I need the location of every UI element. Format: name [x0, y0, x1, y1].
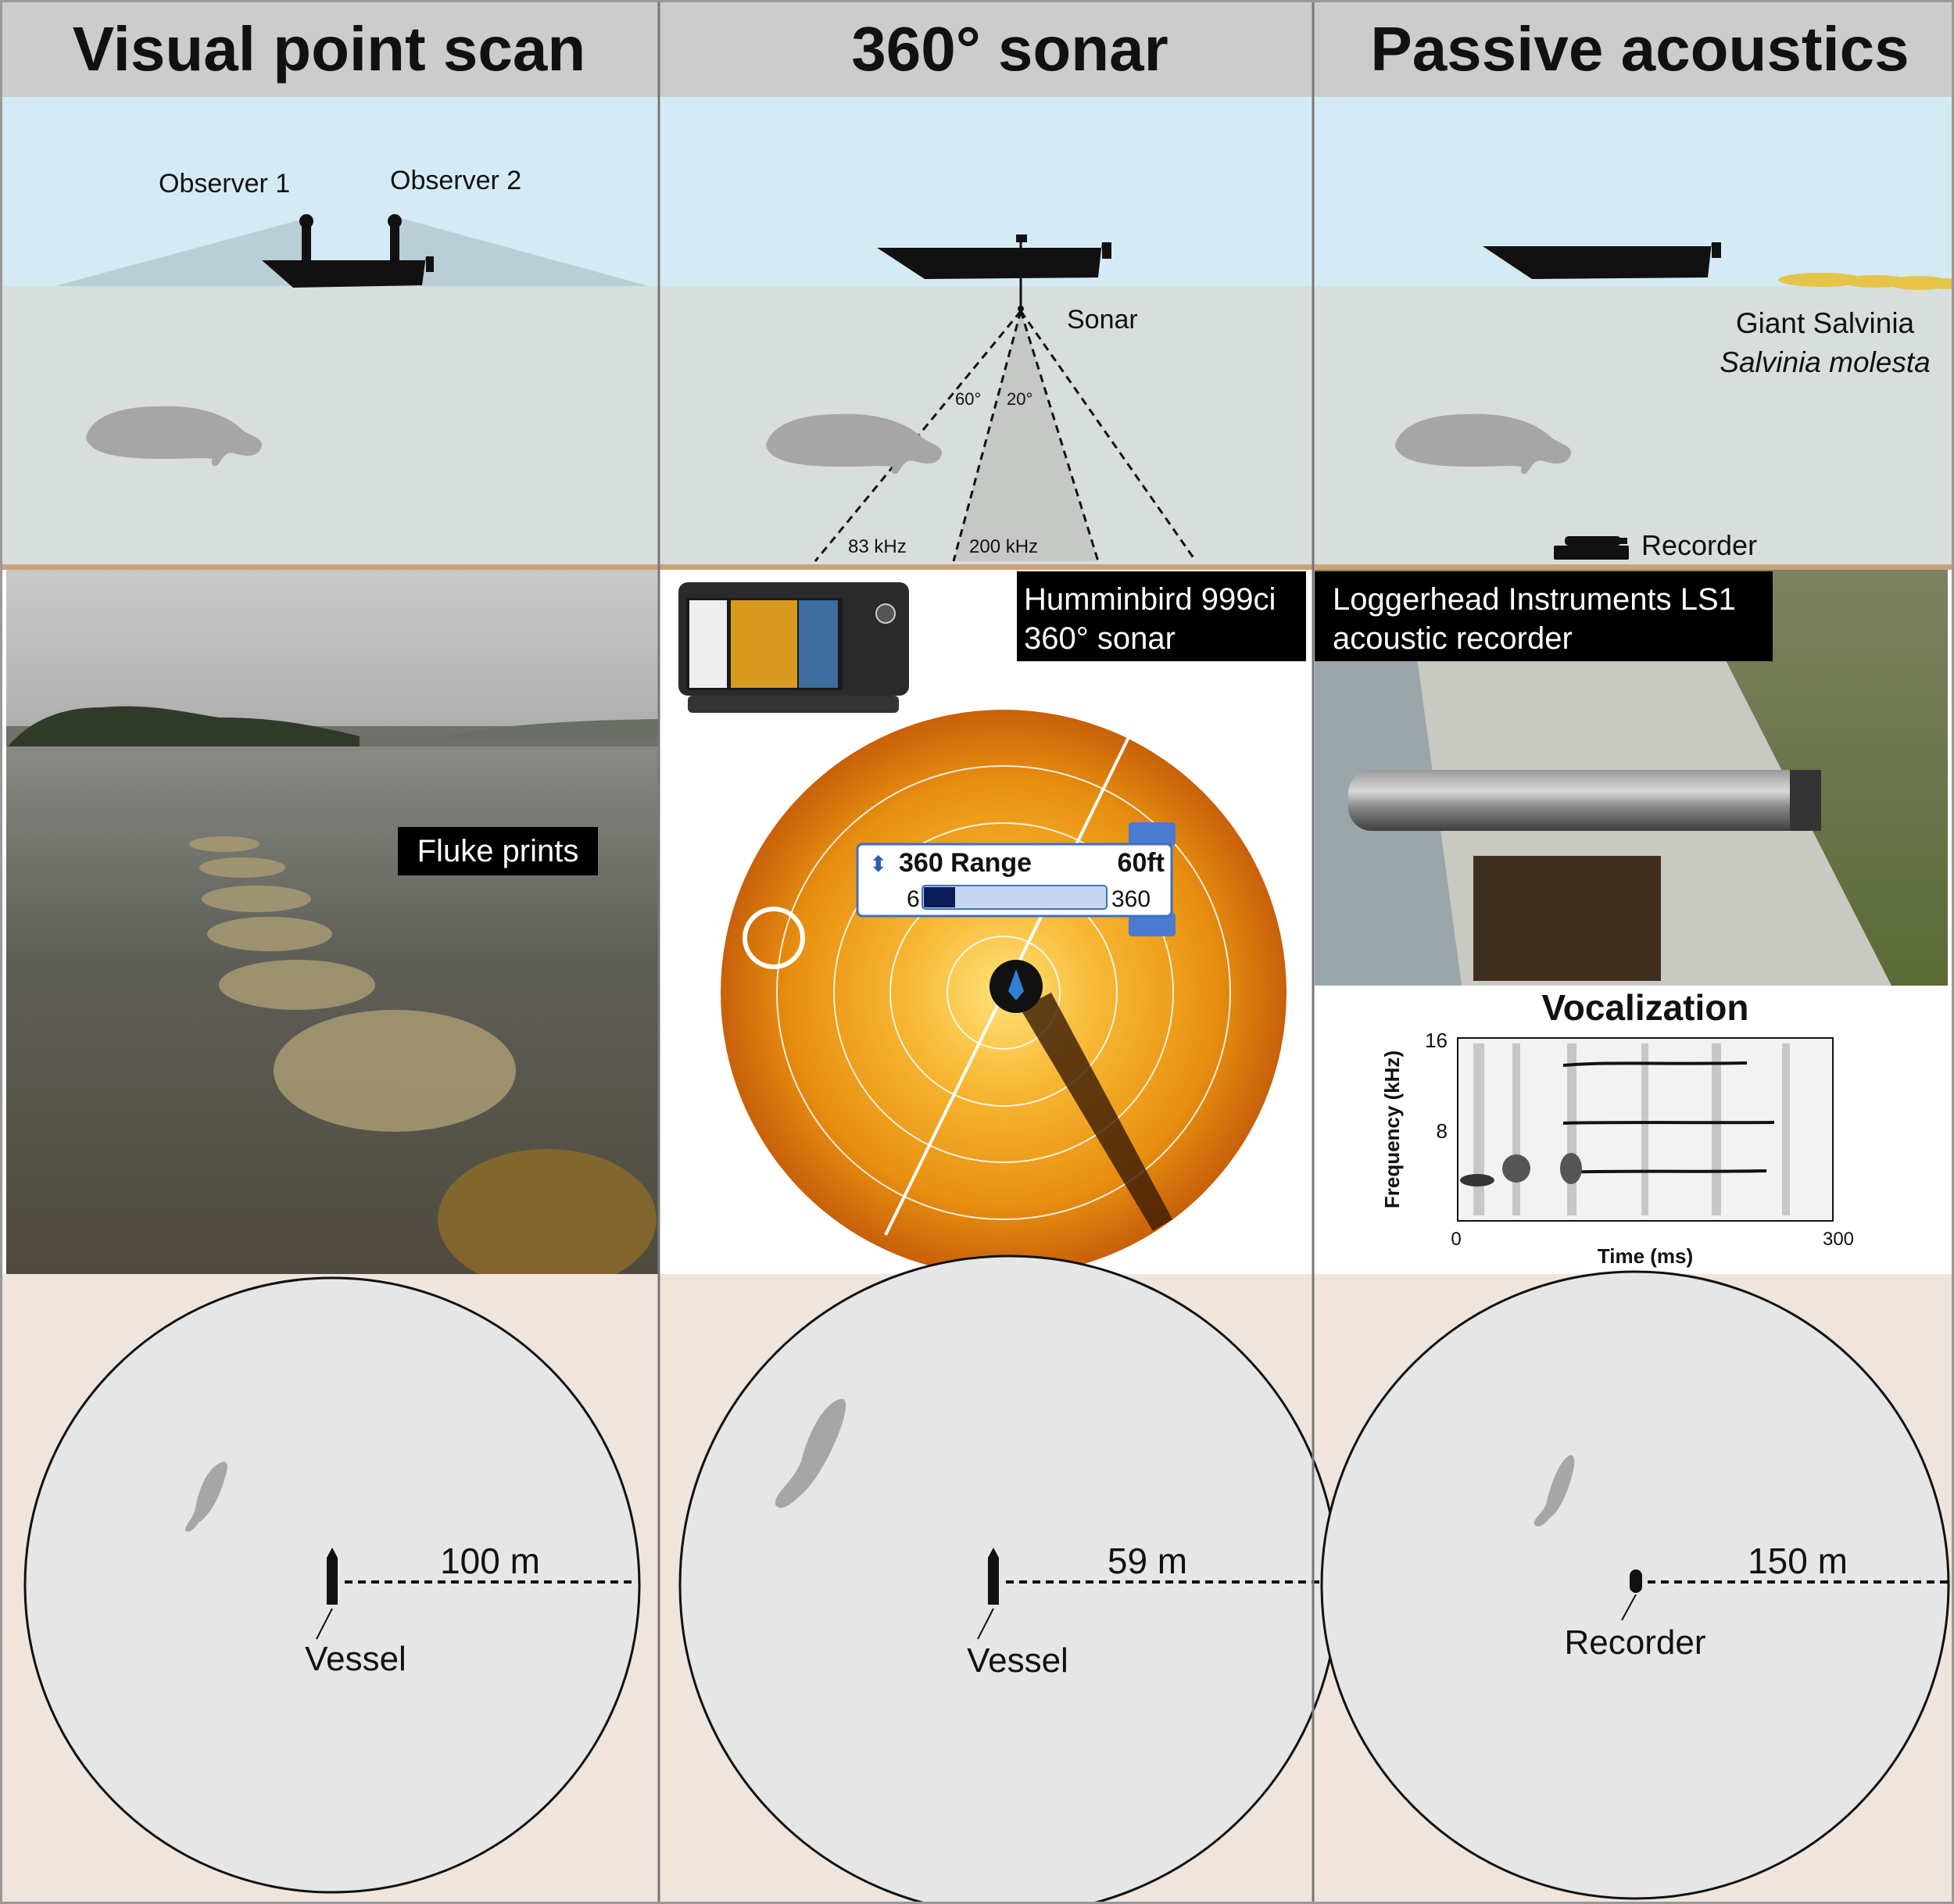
spectrogram-title: Vocalization [1542, 987, 1749, 1028]
sonar-label: Sonar [1067, 305, 1138, 335]
recorder-marker-icon [1630, 1569, 1642, 1593]
observer1-label: Observer 1 [159, 169, 290, 199]
chevron-icon: ⬍ [869, 852, 887, 876]
spectrogram-plot [1457, 1037, 1834, 1222]
range-marker-label: Recorder [1565, 1623, 1706, 1662]
xtick-300: 300 [1823, 1229, 1854, 1250]
schematic-row: Observer 1 Observer 2 Sonar 60° 20° 83 k… [0, 97, 1954, 570]
island [8, 706, 360, 746]
ytick-16: 16 [1425, 1029, 1448, 1052]
ytick-8: 8 [1437, 1119, 1448, 1143]
range-distance: 59 m [1108, 1541, 1187, 1581]
manatee-icon [1533, 1455, 1575, 1526]
loggerhead-caption-line2: acoustic recorder [1333, 621, 1573, 656]
freq-200-label: 200 kHz [969, 536, 1038, 557]
column-title-passive: Passive acoustics [1370, 14, 1909, 84]
recorder-photo: Loggerhead Instruments LS1 acoustic reco… [1315, 570, 1948, 1274]
detection-range-circle [678, 1254, 1340, 1904]
column-dividers [657, 0, 1315, 1904]
freq-83-label: 83 kHz [848, 536, 907, 557]
salvinia-icon [1778, 273, 1954, 290]
spectrogram-ylabel: Frequency (kHz) [1380, 1050, 1404, 1208]
range-diagram-visual: 100 m Vessel [23, 1276, 641, 1894]
boat-silhouette-1 [262, 214, 434, 288]
recorder-icon [1554, 536, 1629, 560]
humminbird-caption-line2: 360° sonar [1024, 621, 1176, 656]
angle-60-label: 60° [955, 389, 981, 409]
column-title-sonar: 360° sonar [851, 14, 1168, 84]
boat-silhouette-2 [877, 234, 1111, 312]
sonar-range-overlay: ⬍ 360 Range 60ft 6 360 [856, 822, 1176, 936]
range-title: 360 Range [899, 848, 1032, 878]
humminbird-caption-line1: Humminbird 999ci [1024, 582, 1276, 617]
row-divider [0, 564, 1954, 570]
acoustic-recorder-tube [1348, 770, 1817, 831]
manatee-icon [775, 1398, 846, 1509]
range-distance: 150 m [1748, 1541, 1848, 1581]
manatee-icon [86, 406, 262, 467]
angle-20-label: 20° [1007, 389, 1032, 409]
target-highlight-circle [743, 907, 805, 969]
range-min: 6 [907, 886, 920, 912]
sonar-photo: Humminbird 999ci 360° sonar ⬍ 360 Range … [660, 570, 1312, 1276]
observer1-view-cone [55, 217, 313, 286]
range-diagram-sonar: 59 m Vessel [678, 1254, 1340, 1904]
humminbird-unit-icon [678, 582, 909, 713]
range-marker-label: Vessel [967, 1641, 1068, 1680]
manatee-icon [185, 1462, 227, 1532]
salvinia-common-name: Giant Salvinia [1736, 307, 1915, 339]
boat-shadow [1020, 993, 1172, 1231]
fluke-photo: Fluke prints [6, 570, 658, 1290]
loggerhead-caption-line1: Loggerhead Instruments LS1 [1333, 582, 1736, 617]
transducer-icon [1008, 969, 1024, 1000]
vocalization-harmonics [1562, 1061, 1775, 1174]
range-max: 360 [1111, 886, 1151, 912]
vessel-marker-icon [327, 1548, 338, 1605]
manatee-icon [766, 413, 942, 474]
salvinia-latin-name: Salvinia molesta [1720, 346, 1930, 378]
spectrogram-xlabel: Time (ms) [1598, 1244, 1693, 1268]
fluke-print-marks [189, 836, 657, 1290]
fluke-caption: Fluke prints [417, 834, 579, 868]
range-distance: 100 m [440, 1541, 540, 1581]
header-background [0, 0, 1954, 97]
observer2-label: Observer 2 [390, 166, 521, 195]
header-row: Visual point scan 360° sonar Passive aco… [0, 0, 1954, 97]
recorder-label: Recorder [1641, 529, 1757, 561]
range-value: 60ft [1118, 848, 1165, 878]
sonar-200khz-beam [954, 311, 1098, 561]
observer2-view-cone [391, 217, 649, 286]
photo-row: Fluke prints Humminbird 999ci 360° sonar [6, 570, 1948, 1290]
boat-silhouette-3 [1483, 242, 1721, 279]
vessel-marker-icon [988, 1548, 999, 1605]
range-slider-fill [924, 887, 955, 907]
column-title-visual: Visual point scan [73, 14, 585, 84]
range-marker-label: Vessel [305, 1640, 406, 1678]
mooring-block [1473, 856, 1661, 981]
manatee-icon [1395, 413, 1571, 474]
xtick-0: 0 [1451, 1229, 1461, 1250]
range-row: 100 m Vessel 59 m Vessel 150 m Recorder [0, 1254, 1954, 1904]
sonar-range-rings [776, 765, 1231, 1220]
range-diagram-passive: 150 m Recorder [1320, 1270, 1950, 1900]
